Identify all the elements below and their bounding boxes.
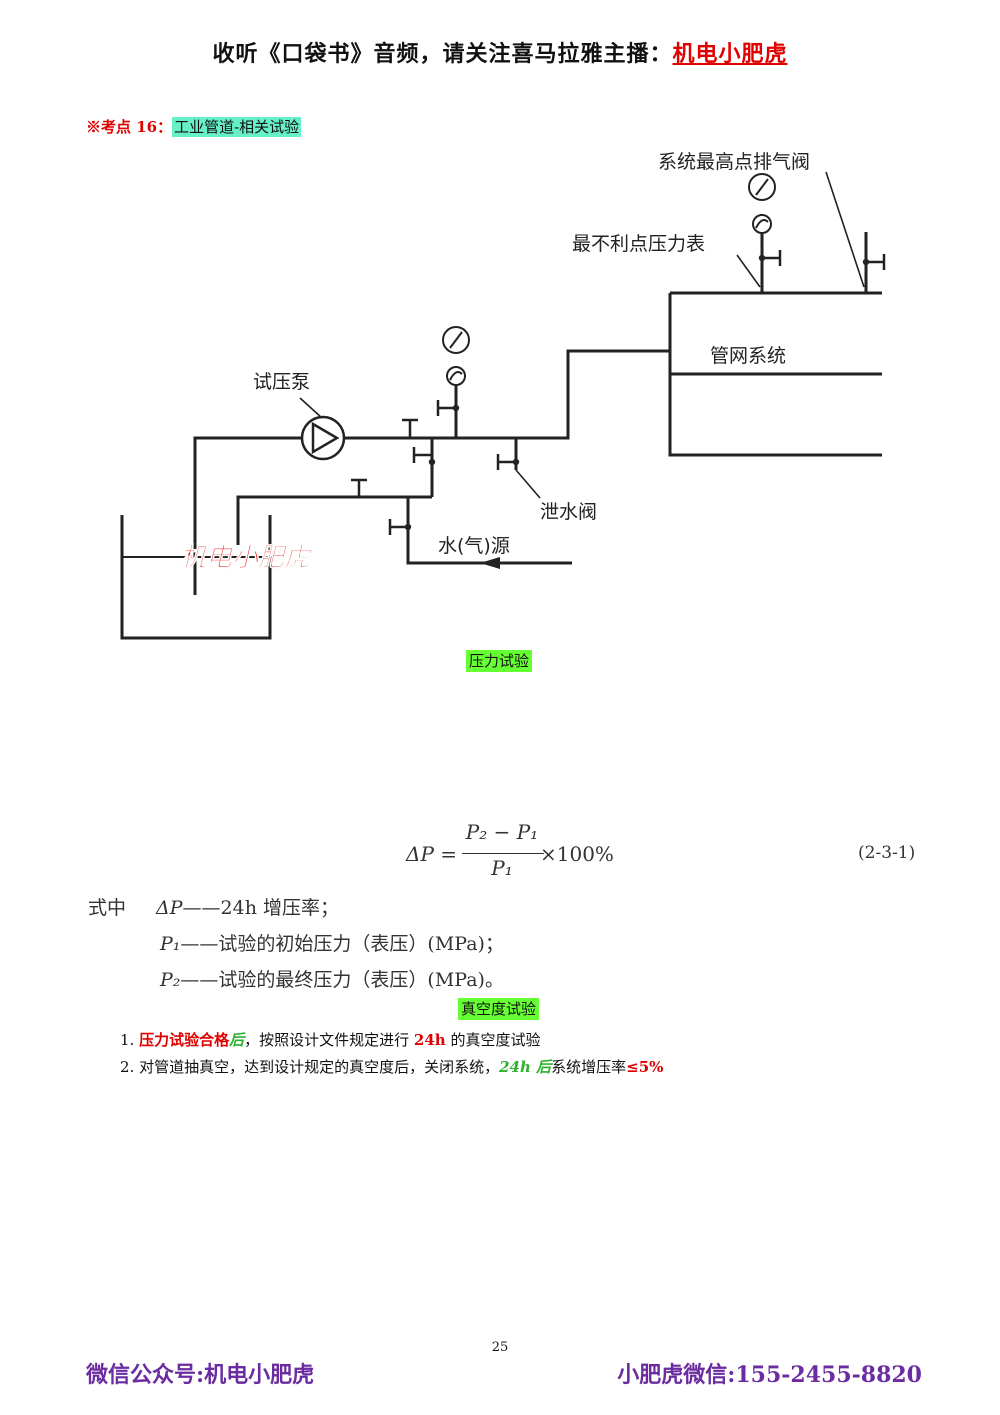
network-box: [668, 291, 882, 457]
equation-number: (2-3-1): [858, 843, 916, 863]
formula-lhs: ΔP =: [406, 842, 458, 866]
gauge-icon: [442, 326, 470, 386]
formula: ΔP = P₂ − P₁ P₁ ×100%: [400, 818, 940, 888]
header-brand-link[interactable]: 机电小肥虎: [672, 41, 788, 67]
label-gauge: 最不利点压力表: [572, 233, 705, 255]
valve-icon: [351, 478, 367, 497]
label-drain-valve: 泄水阀: [540, 501, 597, 523]
caption-pressure-test: 压力试验: [466, 650, 533, 672]
caption-pressure-test-text: 压力试验: [466, 650, 533, 672]
valve-icon: [412, 447, 432, 463]
return-pipe: [236, 495, 432, 545]
main-pipe: [344, 349, 670, 440]
watermark-brand: 机电小肥虎: [180, 543, 314, 573]
pump-symbol: [300, 415, 346, 461]
label-network: 管网系统: [710, 345, 786, 367]
definition-item: P₂——试验的最终压力（表压）(MPa)。: [160, 969, 504, 991]
caption-vacuum-test: 真空度试验: [458, 998, 540, 1020]
flow-arrow-icon: [480, 557, 500, 569]
page-number: 25: [491, 1340, 509, 1355]
definition-item: P₁——试验的初始压力（表压）(MPa)；: [160, 933, 504, 955]
suction-pipe: [193, 436, 302, 595]
header-prefix: 收听《口袋书》音频，请关注喜马拉雅主播：: [212, 41, 673, 67]
page-header: 收听《口袋书》音频，请关注喜马拉雅主播：机电小肥虎: [0, 36, 1000, 68]
valve-icon: [402, 418, 418, 438]
keypoint-heading: ※考点 16：工业管道-相关试验: [86, 116, 302, 137]
caption-vacuum-test-text: 真空度试验: [458, 998, 540, 1020]
label-pump: 试压泵: [253, 371, 310, 393]
water-tank: [120, 515, 272, 640]
list-item: 2. 对管道抽真空，达到设计规定的真空度后，关闭系统，24h 后系统增压率≤5%: [120, 1058, 664, 1076]
label-vent-valve: 系统最高点排气阀: [658, 151, 810, 173]
definition-item: ΔP——24h 增压率；: [156, 897, 339, 919]
keypoint-label: ※考点 16：: [86, 118, 173, 136]
footer-wechat-account: 微信公众号:机电小肥虎: [86, 1362, 315, 1388]
list-item: 1. 压力试验合格后，按照设计文件规定进行 24h 的真空度试验: [120, 1031, 541, 1049]
vacuum-test-list: 1. 压力试验合格后，按照设计文件规定进行 24h 的真空度试验 2. 对管道抽…: [120, 1027, 663, 1081]
formula-denominator: P₁: [491, 856, 513, 880]
gauge-icon: [748, 173, 776, 234]
formula-numerator: P₂ − P₁: [465, 820, 539, 844]
formula-suffix: ×100%: [540, 842, 614, 866]
label-source: 水(气)源: [438, 535, 510, 557]
definitions-intro: 式中: [88, 897, 127, 919]
pressure-test-diagram: 系统最高点排气阀 最不利点压力表 管网系统 试压泵 泄水阀 水(气)源 机电小肥…: [120, 151, 886, 640]
footer-wechat-contact: 小肥虎微信:155-2455-8820: [617, 1362, 922, 1388]
source-pipe: [406, 497, 572, 565]
keypoint-title: 工业管道-相关试验: [172, 117, 302, 137]
